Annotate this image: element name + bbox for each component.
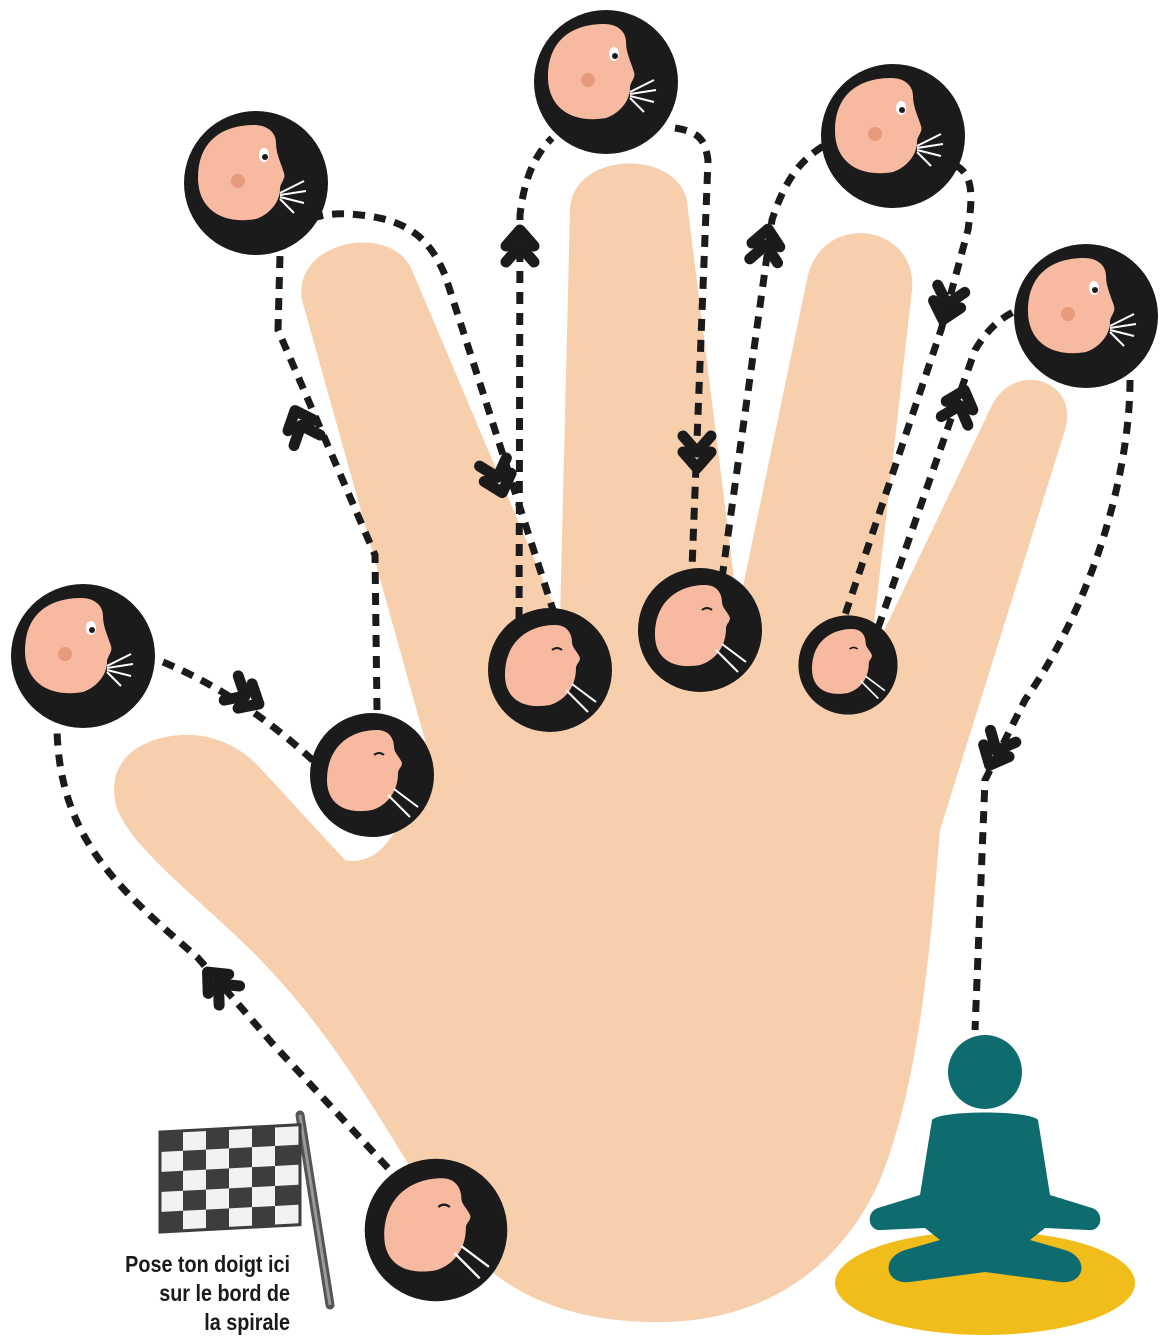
face-inhale-icon <box>310 713 434 837</box>
face-inhale-icon <box>798 615 897 714</box>
start-instruction: Pose ton doigt ici sur le bord de la spi… <box>75 1250 290 1337</box>
face-exhale-icon <box>11 584 155 728</box>
face-inhale-icon <box>488 608 612 732</box>
instruction-line-2: sur le bord de <box>75 1279 290 1308</box>
face-exhale-icon <box>184 111 328 255</box>
chevron-icon <box>929 285 964 323</box>
instruction-line-1: Pose ton doigt ici <box>75 1250 290 1279</box>
chevron-icon <box>282 405 320 445</box>
face-exhale-icon <box>534 10 678 154</box>
face-inhale-icon <box>365 1159 508 1302</box>
face-exhale-icon <box>821 64 965 208</box>
chevron-icon <box>197 963 239 1005</box>
face-exhale-icon <box>1014 244 1158 388</box>
chevron-icon <box>941 386 978 425</box>
face-inhale-icon <box>638 568 762 692</box>
instruction-line-3: la spirale <box>75 1308 290 1337</box>
chevron-icon <box>224 676 266 716</box>
